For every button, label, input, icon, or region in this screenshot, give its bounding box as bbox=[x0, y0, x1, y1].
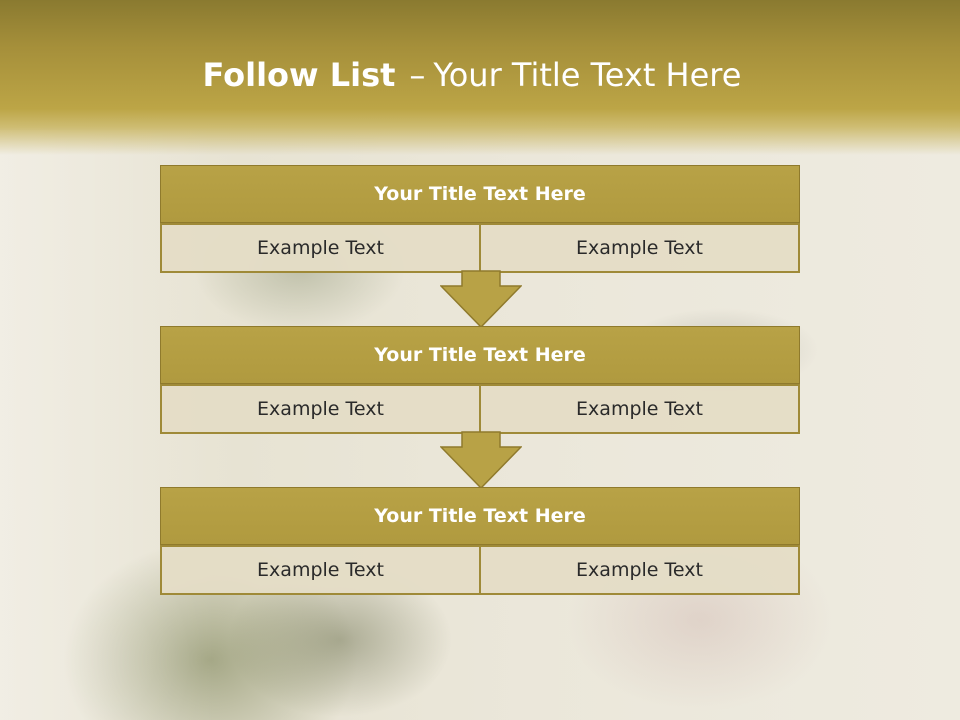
block-cell-left: Example Text bbox=[160, 223, 480, 273]
slide-title-bold: Follow List bbox=[202, 56, 396, 94]
block-row: Example Text Example Text bbox=[160, 223, 800, 273]
block-cell-right: Example Text bbox=[480, 384, 800, 434]
header-band bbox=[0, 0, 960, 155]
list-block-1: Your Title Text Here Example Text Exampl… bbox=[160, 165, 800, 273]
block-cell-left: Example Text bbox=[160, 384, 480, 434]
list-block-2: Your Title Text Here Example Text Exampl… bbox=[160, 326, 800, 434]
slide-title: Follow List–Your Title Text Here bbox=[0, 56, 944, 94]
slide-title-dash: – bbox=[409, 56, 426, 94]
block-cell-right: Example Text bbox=[480, 223, 800, 273]
block-title: Your Title Text Here bbox=[160, 326, 800, 384]
list-block-3: Your Title Text Here Example Text Exampl… bbox=[160, 487, 800, 595]
slide-title-rest: Your Title Text Here bbox=[433, 56, 742, 94]
block-title: Your Title Text Here bbox=[160, 165, 800, 223]
block-row: Example Text Example Text bbox=[160, 384, 800, 434]
block-row: Example Text Example Text bbox=[160, 545, 800, 595]
block-title: Your Title Text Here bbox=[160, 487, 800, 545]
block-cell-left: Example Text bbox=[160, 545, 480, 595]
block-cell-right: Example Text bbox=[480, 545, 800, 595]
down-arrow-icon bbox=[440, 270, 522, 328]
down-arrow-icon bbox=[440, 431, 522, 489]
